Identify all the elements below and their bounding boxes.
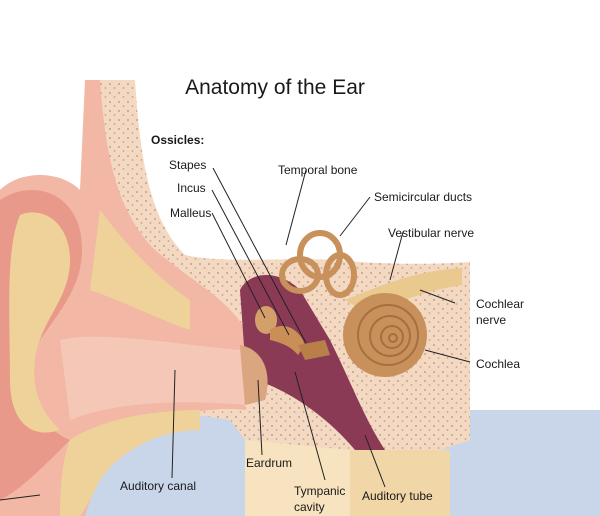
label-stapes: Stapes	[169, 158, 207, 172]
semicircular-ducts	[279, 230, 357, 298]
label-eardrum: Eardrum	[246, 456, 293, 470]
label-cochlear-nerve-2: nerve	[476, 313, 507, 327]
label-tympanic-cavity-2: cavity	[294, 500, 325, 514]
cochlea-shape	[343, 293, 427, 377]
auditory-canal	[60, 336, 245, 420]
label-malleus: Malleus	[170, 206, 212, 220]
cochlea-spiral	[357, 304, 419, 366]
label-cochlea: Cochlea	[476, 357, 521, 371]
incus-shape	[270, 325, 305, 355]
beige-panel-right	[350, 450, 450, 516]
label-vestibular-nerve: Vestibular nerve	[388, 226, 475, 240]
label-temporal-bone: Temporal bone	[278, 163, 358, 177]
label-auditory-canal: Auditory canal	[120, 479, 197, 493]
diagram-title: Anatomy of the Ear	[185, 76, 365, 99]
canal-cartilage-lower	[60, 410, 200, 516]
malleus-shape	[255, 306, 277, 334]
eardrum-membrane	[240, 345, 268, 405]
stapes-shape	[298, 340, 330, 360]
ear-cartilage	[9, 212, 70, 433]
label-cochlear-nerve-1: Cochlear	[476, 297, 525, 311]
label-tympanic-cavity-1: Tympanic	[294, 484, 346, 498]
label-auditory-tube: Auditory tube	[362, 489, 433, 503]
label-ossicles: Ossicles:	[151, 133, 205, 147]
beige-panel-left	[245, 440, 350, 516]
label-semicircular-ducts: Semicircular ducts	[374, 190, 473, 204]
label-incus: Incus	[177, 181, 206, 195]
leader-lines	[0, 167, 471, 501]
canal-cartilage	[90, 210, 190, 330]
